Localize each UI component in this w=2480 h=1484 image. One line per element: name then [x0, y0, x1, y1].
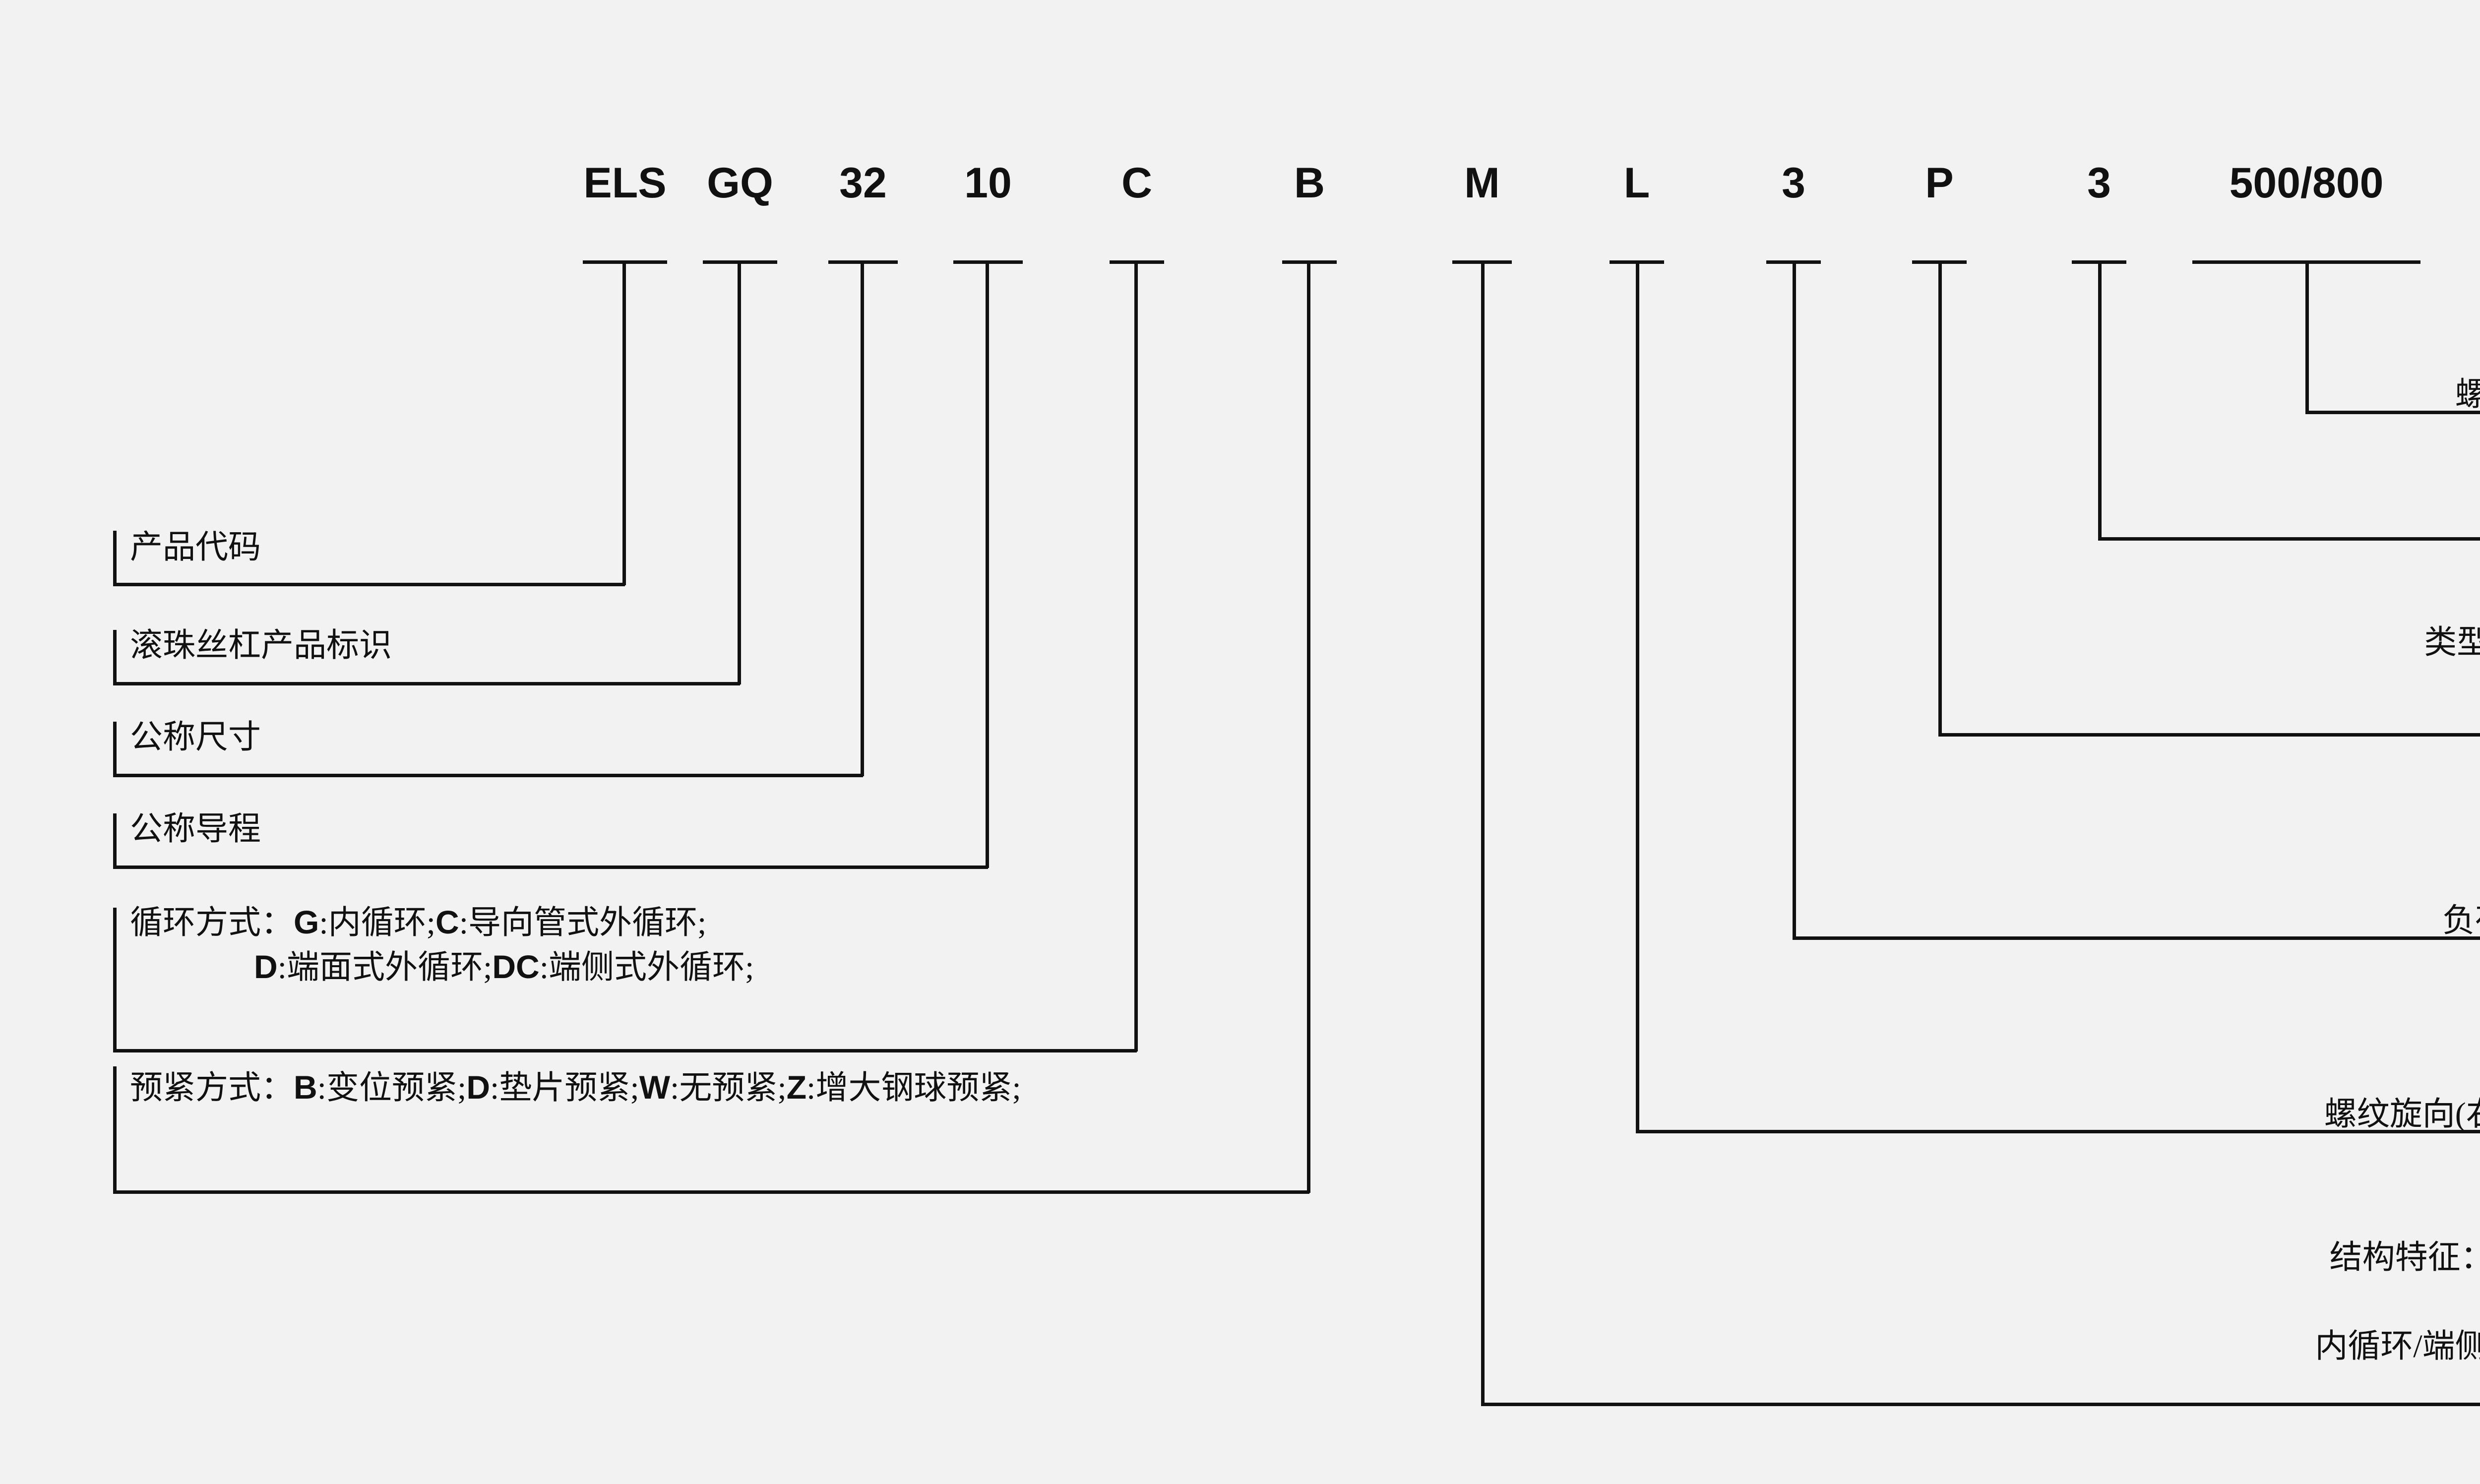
label-lead: 公称导程: [130, 811, 261, 847]
code-token-length: 500/800: [2229, 159, 2384, 207]
leader-line-accuracy: [2098, 260, 2102, 541]
label-circulation-line1: 循环方式：G:内循环;C:导向管式外循环;: [130, 904, 707, 941]
leader-tick-circulation: [113, 908, 117, 1051]
leader-line-structure: [1481, 1403, 2480, 1406]
leader-line-thread-hand: [1636, 1130, 2480, 1133]
leader-tick-nominal-size: [113, 722, 117, 776]
leader-line-type: [1938, 260, 1942, 737]
leader-line-nominal-size: [113, 774, 863, 777]
leader-tick-preload: [113, 1066, 117, 1193]
code-token-type: P: [1925, 159, 1954, 207]
code-token-gq: GQ: [707, 159, 773, 207]
leader-line-lead: [986, 260, 989, 868]
code-token-structure: M: [1464, 159, 1500, 207]
label-structure-line1: 结构特征：M:导向管埋入式；: [2329, 1239, 2480, 1276]
label-circulation: 循环方式：G:内循环;C:导向管式外循环; D:端面式外循环;DC:端侧式外循环…: [130, 904, 754, 986]
label-preload: 预紧方式：B:变位预紧;D:垫片预紧;W:无预紧;Z:增大钢球预紧;: [130, 1069, 1021, 1106]
label-product-ident: 滚珠丝杠产品标识: [130, 627, 392, 664]
label-type-line1: 类型：P:定位滚珠丝杠;: [2424, 624, 2480, 661]
code-token-hand: L: [1623, 159, 1650, 207]
leader-line-nominal-size: [861, 260, 864, 776]
label-thread-hand: 螺纹旋向(右旋不标，左旋标L): [2324, 1096, 2480, 1132]
leader-line-product-ident: [738, 260, 741, 684]
leader-tick-product-ident: [113, 630, 117, 684]
leader-tick-lead: [113, 813, 117, 868]
label-structure: 结构特征：M:导向管埋入式； T:导向管凸出式; 内循环/端侧、端面循环无标注;: [2315, 1235, 2480, 1368]
label-ball-turns: 负荷钢球圈数(见系列): [2442, 903, 2480, 939]
code-token-lead: 10: [964, 159, 1012, 207]
leader-line-product-code: [622, 260, 626, 585]
label-nominal-size: 公称尺寸: [130, 719, 261, 755]
leader-line-product-code: [113, 583, 625, 586]
code-token-accuracy: 3: [2087, 159, 2111, 207]
code-token-ball-turns: 3: [1782, 159, 1805, 207]
leader-line-lead: [113, 866, 988, 869]
label-thread-length: 螺纹长度/丝杠总长度: [2455, 376, 2480, 413]
code-token-preload: B: [1294, 159, 1325, 207]
code-token-circulation: C: [1121, 159, 1153, 207]
leader-line-accuracy: [2098, 537, 2480, 541]
leader-line-thread-length: [2305, 411, 2480, 414]
label-product-code: 产品代码: [130, 529, 261, 565]
leader-line-type: [1938, 733, 2480, 737]
leader-line-product-ident: [113, 682, 740, 685]
code-token-els: ELS: [583, 159, 667, 207]
leader-tick-product-code: [113, 531, 117, 585]
leader-line-ball-turns: [1793, 936, 2480, 940]
label-type: 类型：P:定位滚珠丝杠; T:传动滚珠丝杠;: [2424, 620, 2480, 710]
label-structure-line3: 内循环/端侧、端面循环无标注;: [2315, 1328, 2480, 1364]
leader-line-circulation: [1134, 260, 1138, 1051]
leader-line-thread-hand: [1636, 260, 1639, 1133]
leader-line-preload: [1307, 260, 1310, 1193]
code-token-nominal-size: 32: [839, 159, 887, 207]
leader-line-structure: [1481, 260, 1485, 1406]
leader-line-preload: [113, 1190, 1309, 1194]
leader-line-thread-length: [2305, 260, 2309, 414]
leader-line-ball-turns: [1793, 260, 1796, 940]
leader-line-circulation: [113, 1049, 1137, 1052]
